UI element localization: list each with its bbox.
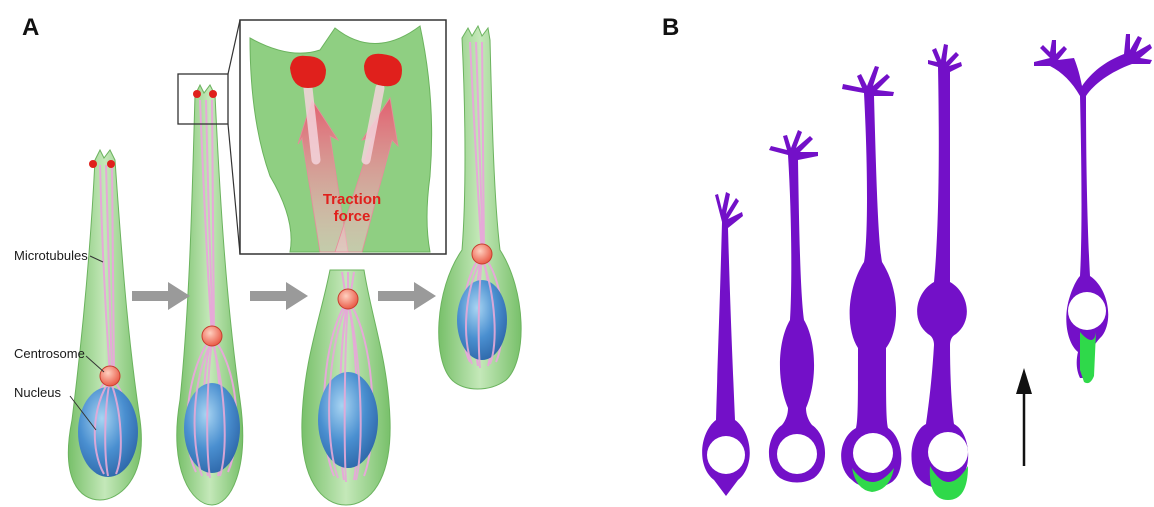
centrosome [338,289,358,309]
neuron-stage-1 [702,192,750,496]
nucleus [78,387,138,477]
progression-arrow [132,282,190,310]
soma-hole [707,436,745,474]
centrosome [472,244,492,264]
soma-hole [853,433,893,473]
soma-green-trail [1080,332,1096,383]
microtubules-label: Microtubules [14,248,88,263]
soma-hole [1068,292,1106,330]
inset-panel: Traction force [240,20,446,254]
adhesion [89,160,97,168]
adhesion [107,160,115,168]
nucleus [318,372,378,468]
progression-arrows [132,282,436,310]
progression-arrow [250,282,308,310]
progression-arrow [378,282,436,310]
panel-b-letter: B [662,14,679,41]
nucleus-label: Nucleus [14,385,61,400]
neuron-stage-3 [841,66,901,492]
soma-hole [777,434,817,474]
centrosome [100,366,120,386]
centrosome-label: Centrosome [14,346,85,361]
cell-stage-1 [68,150,141,500]
neuron-stage-4 [911,44,968,500]
centrosome [202,326,222,346]
adhesion [209,90,217,98]
neuron-stage-2 [769,130,825,483]
panel-a-letter: A [22,14,39,41]
nucleus [184,383,240,473]
adhesion [193,90,201,98]
cell-stage-3 [302,270,390,505]
nucleus [457,280,507,360]
cell-stage-4 [439,26,521,389]
soma-hole [928,432,968,472]
neuron-stage-5 [1034,34,1152,383]
migration-direction-arrow [1016,368,1032,466]
zoom-connector [228,20,240,74]
traction-label-line1: Traction [323,191,381,208]
zoom-connector [228,124,240,254]
traction-label-line2: force [334,208,371,225]
